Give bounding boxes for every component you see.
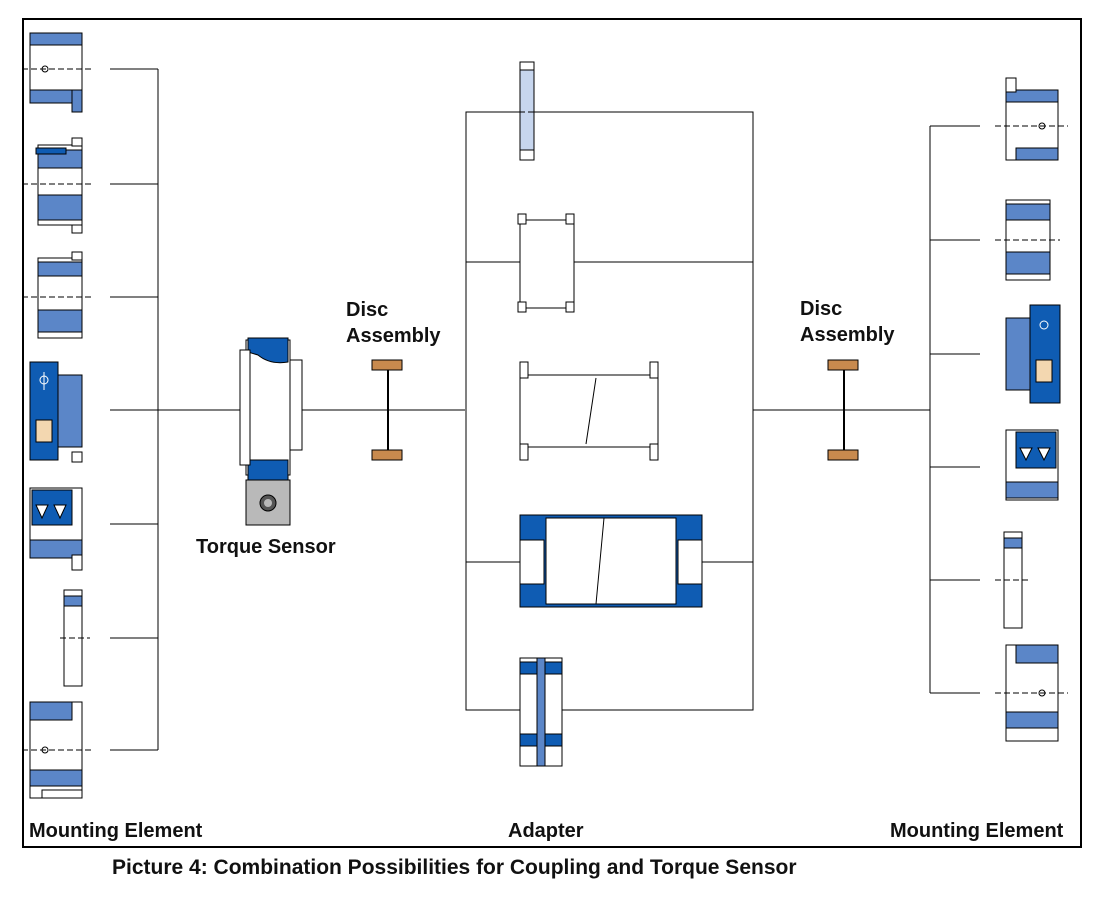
disc-assembly-left-label-line2: Assembly bbox=[346, 325, 441, 347]
disc-assembly-left-label-line1: Disc bbox=[346, 299, 389, 321]
disc-assembly-left-drawing bbox=[371, 359, 403, 461]
left-mounting-bracket bbox=[110, 68, 159, 751]
left-mounting-part-3 bbox=[22, 251, 92, 339]
left-mounting-part-6 bbox=[60, 589, 90, 687]
left-mounting-part-4 bbox=[29, 361, 83, 463]
right-mounting-part-6 bbox=[995, 644, 1068, 742]
disc-assembly-right-label-line2: Assembly bbox=[800, 324, 895, 346]
left-mounting-part-7 bbox=[22, 701, 92, 799]
left-mounting-part-2 bbox=[22, 137, 92, 234]
right-mounting-part-5 bbox=[995, 531, 1030, 629]
right-mounting-part-4 bbox=[1005, 429, 1059, 501]
right-mounting-part-1 bbox=[995, 77, 1068, 161]
torque-sensor-drawing bbox=[239, 337, 303, 526]
torque-sensor-label: Torque Sensor bbox=[196, 536, 336, 558]
figure-caption: Picture 4: Combination Possibilities for… bbox=[112, 856, 797, 879]
disc-assembly-right-label-line1: Disc bbox=[800, 298, 843, 320]
mounting-element-right-label: Mounting Element bbox=[890, 820, 1064, 842]
left-mounting-part-1 bbox=[22, 32, 92, 113]
right-mounting-part-2 bbox=[995, 199, 1060, 281]
left-mounting-part-5 bbox=[29, 487, 83, 571]
adapter-part-1 bbox=[510, 61, 545, 161]
mounting-element-left-label: Mounting Element bbox=[29, 820, 203, 842]
adapter-label: Adapter bbox=[508, 820, 584, 842]
disc-assembly-right-drawing bbox=[827, 359, 859, 461]
right-mounting-bracket bbox=[929, 125, 980, 694]
adapter-part-5 bbox=[519, 657, 563, 767]
adapter-part-3 bbox=[519, 361, 659, 461]
adapter-part-4 bbox=[519, 514, 703, 608]
right-mounting-part-3 bbox=[1005, 304, 1061, 404]
adapter-part-2 bbox=[517, 213, 575, 313]
